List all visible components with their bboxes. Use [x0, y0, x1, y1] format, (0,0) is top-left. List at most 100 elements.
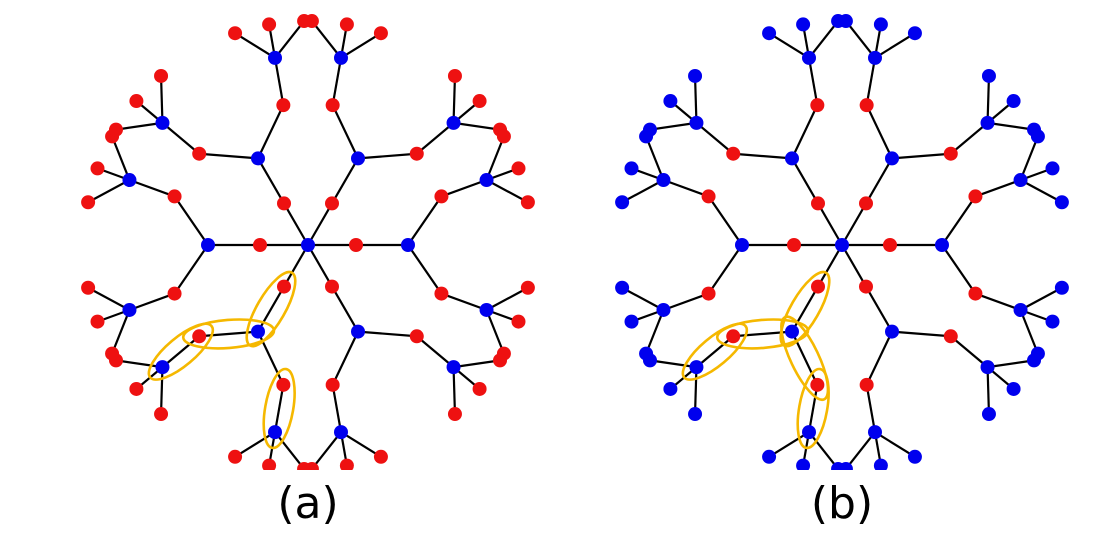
tree-node-level4 — [155, 115, 170, 130]
tree-edge — [161, 122, 200, 155]
tree-node-leaf — [1045, 161, 1060, 176]
tree-edge — [808, 20, 839, 59]
tree-node-leaf — [520, 280, 535, 295]
panel-label-a: (a) — [277, 478, 339, 529]
tree-node-level3 — [810, 98, 825, 113]
tree-edge — [199, 152, 259, 160]
tree-node-leaf — [1006, 381, 1021, 396]
tree-edge — [891, 152, 951, 160]
tree-node-leaf — [493, 353, 508, 368]
tree-node-level4 — [122, 302, 137, 317]
tree-edge — [331, 384, 343, 433]
tree-edge — [331, 57, 343, 106]
tree-node-level3 — [167, 286, 182, 301]
tree-edge — [452, 75, 457, 123]
tree-edge — [986, 75, 991, 123]
tree-edge — [129, 292, 175, 312]
tree-edge — [695, 335, 734, 368]
tree-edge — [807, 384, 819, 433]
tree-edge — [257, 331, 285, 386]
tree-node-level3 — [325, 377, 340, 392]
tree-edge — [159, 367, 164, 415]
tree-node-level2 — [785, 324, 799, 339]
tree-node-level4 — [155, 360, 170, 375]
panel-a: (a) — [38, 0, 578, 559]
tree-node-level4 — [802, 50, 817, 65]
tree-node-level1 — [325, 279, 339, 294]
tree-edge — [173, 195, 209, 246]
tree-edge — [274, 431, 305, 470]
highlight-ellipse — [796, 367, 830, 450]
tree-node-leaf — [981, 68, 996, 83]
tree-node-level4 — [802, 425, 817, 440]
tree-edge — [865, 57, 877, 106]
tree-node-level3 — [810, 377, 825, 392]
tree-edge — [453, 359, 501, 369]
panel-b: (b) — [572, 0, 1112, 559]
tree-edge — [841, 202, 867, 246]
tree-node-level4 — [689, 115, 704, 130]
tree-node-leaf — [907, 26, 922, 41]
tree-edge — [159, 75, 164, 123]
tree-node-level3 — [701, 189, 716, 204]
tree-node-leaf — [1054, 195, 1069, 210]
tree-edge — [987, 359, 1035, 369]
tree-node-level1 — [859, 196, 873, 211]
tree-node-level4 — [479, 173, 494, 188]
tree-node-leaf — [511, 314, 526, 329]
tree-edge — [87, 179, 130, 204]
tree-node-leaf — [873, 458, 888, 470]
tree-edge — [173, 244, 209, 295]
tree-edge — [695, 122, 734, 155]
tree-edge — [941, 195, 977, 246]
tree-node-leaf — [373, 26, 388, 41]
tree-node-level4 — [656, 302, 671, 317]
tree-edge — [115, 121, 163, 131]
tree-node-level3 — [859, 98, 874, 113]
tree-edge — [357, 330, 417, 338]
highlight-ellipse — [181, 318, 276, 350]
tree-node-level3 — [968, 286, 983, 301]
tree-edge — [1019, 309, 1039, 355]
tree-edge — [941, 244, 977, 295]
tree-node-leaf — [796, 17, 811, 32]
tree-node-leaf — [981, 407, 996, 422]
tree-edge — [1020, 179, 1063, 204]
tree-node-level4 — [333, 50, 348, 65]
tree-node-level2 — [251, 151, 265, 166]
tree-node-level4 — [867, 425, 882, 440]
tree-node-level1 — [787, 238, 801, 252]
tree-edge — [416, 122, 455, 155]
tree-edge — [161, 335, 200, 368]
tree-edge — [693, 75, 698, 123]
tree-node-level4 — [689, 360, 704, 375]
tree-node-leaf — [228, 449, 243, 464]
tree-node-level3 — [409, 329, 424, 344]
tree-node-level2 — [885, 324, 899, 339]
tree-node-level3 — [701, 286, 716, 301]
tree-node-leaf — [796, 458, 811, 470]
tree-edge — [274, 20, 305, 59]
tree-node-leaf — [663, 381, 678, 396]
tree-node-level1 — [325, 196, 339, 211]
highlight-ellipse — [147, 322, 215, 381]
tree-node-leaf — [688, 407, 703, 422]
tree-node-level1 — [277, 279, 291, 294]
tree-edge — [407, 195, 443, 246]
tree-edge — [453, 121, 501, 131]
tree-node-center — [301, 238, 315, 252]
tree-node-level3 — [434, 189, 449, 204]
tree-node-level4 — [479, 302, 494, 317]
highlight-ellipse — [262, 367, 296, 450]
tree-node-level4 — [980, 115, 995, 130]
tree-node-leaf — [1045, 314, 1060, 329]
tree-edge — [1019, 135, 1039, 181]
tree-node-leaf — [615, 195, 630, 210]
tree-edge — [257, 286, 285, 333]
tree-node-leaf — [262, 458, 277, 470]
tree-node-level3 — [192, 146, 207, 161]
tree-edge — [987, 121, 1035, 131]
tree-edge — [283, 202, 309, 246]
tree-node-leaf — [297, 461, 312, 470]
tree-edge — [273, 57, 285, 106]
